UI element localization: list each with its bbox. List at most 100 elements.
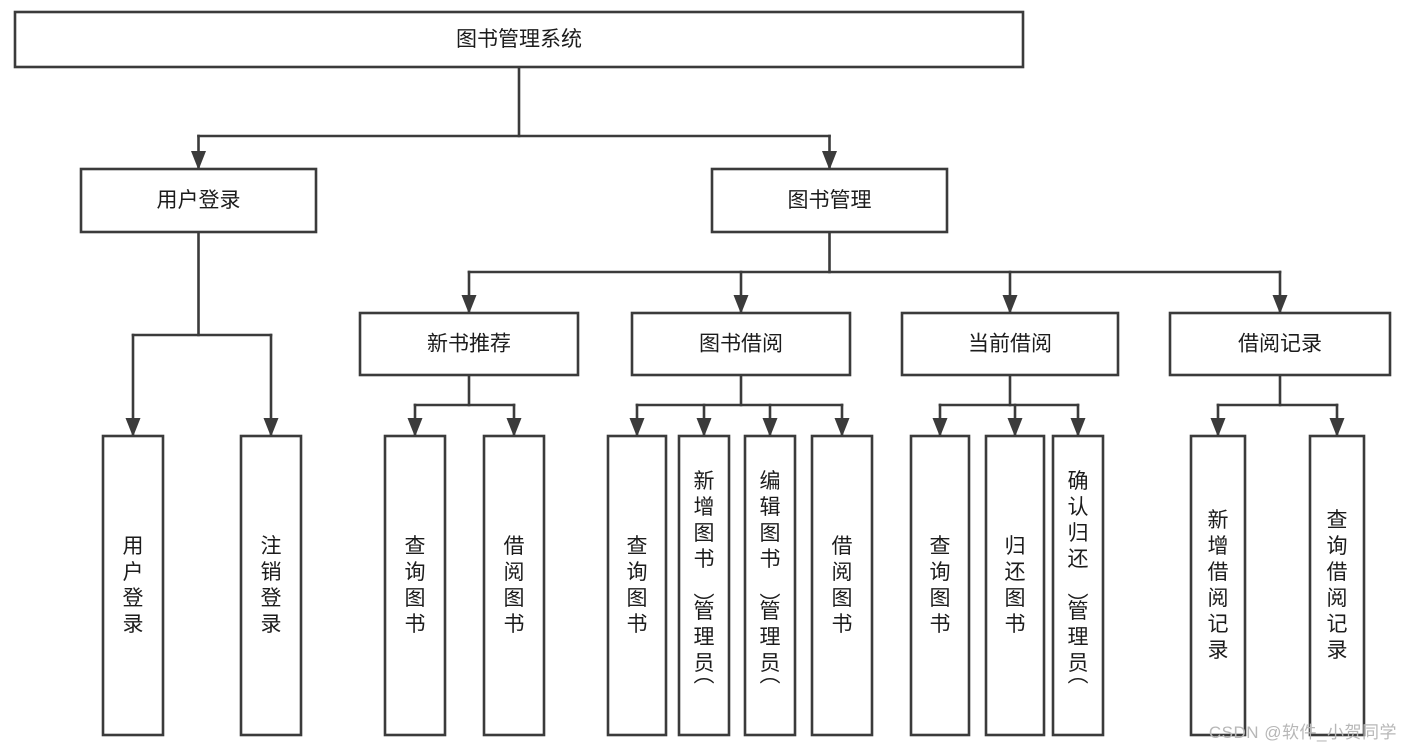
node-label-char: 增	[1208, 535, 1229, 558]
edges-layer	[125, 65, 1345, 437]
arrow-head-icon	[1002, 295, 1018, 314]
node-label: 借阅记录	[1238, 333, 1322, 356]
node-label: 图书管理	[788, 189, 872, 212]
node-level3-0[interactable]: 新书推荐	[358, 311, 580, 377]
node-label-char: 借	[1208, 561, 1229, 584]
node-label-char: 新	[1208, 509, 1229, 532]
node-box[interactable]	[1051, 434, 1105, 737]
node-level3-2[interactable]: 当前借阅	[900, 311, 1120, 377]
node-box[interactable]	[710, 167, 949, 234]
node-box[interactable]	[743, 434, 797, 737]
node-label-char: 登	[123, 587, 144, 610]
node-box[interactable]	[1168, 311, 1392, 377]
node-label-char: 书	[760, 548, 781, 571]
arrow-head-icon	[834, 418, 850, 437]
node-label-char: 阅	[1327, 587, 1348, 610]
node-label-char: 录	[1208, 639, 1229, 662]
node-level3-3[interactable]: 借阅记录	[1168, 311, 1392, 377]
node-box[interactable]	[909, 434, 971, 737]
node-label: 图书借阅	[699, 333, 783, 356]
arrow-head-icon	[1210, 418, 1226, 437]
node-level2-0[interactable]: 用户登录	[79, 167, 318, 234]
node-label-char: 还	[1068, 548, 1089, 571]
arrow-head-icon	[461, 295, 477, 314]
node-label-char: 询	[627, 561, 648, 584]
node-label-char: 登	[261, 587, 282, 610]
arrow-head-icon	[629, 418, 645, 437]
node-label-char: 管	[1068, 600, 1089, 623]
node-label-char: 记	[1327, 613, 1348, 636]
node-level2-1[interactable]: 图书管理	[710, 167, 949, 234]
node-label-char: 图	[405, 587, 426, 610]
node-root-0[interactable]: 图书管理系统	[13, 10, 1025, 69]
node-label-char: 书	[504, 613, 525, 636]
node-label-char: 还	[1005, 561, 1026, 584]
node-label-char: 查	[930, 535, 951, 558]
node-label-char: 书	[1005, 613, 1026, 636]
node-level3-1[interactable]: 图书借阅	[630, 311, 852, 377]
node-box[interactable]	[358, 311, 580, 377]
node-label-char: 书	[405, 613, 426, 636]
node-box[interactable]	[79, 167, 318, 234]
node-box[interactable]	[383, 434, 447, 737]
arrow-head-icon	[1329, 418, 1345, 437]
node-label-char: 询	[1327, 535, 1348, 558]
node-label: 图书管理系统	[456, 28, 582, 51]
node-label-char: 注	[261, 535, 282, 558]
arrow-head-icon	[191, 151, 206, 170]
node-label-char: ⌒	[1068, 678, 1089, 701]
node-label-char: 录	[123, 613, 144, 636]
node-label-char: 归	[1068, 522, 1089, 545]
node-box[interactable]	[900, 311, 1120, 377]
arrow-head-icon	[407, 418, 423, 437]
node-label-char: 员	[760, 652, 781, 675]
node-label-char: ⌒	[760, 678, 781, 701]
node-box[interactable]	[13, 10, 1025, 69]
node-leaf-0[interactable]: 用户登录	[101, 434, 165, 737]
node-box[interactable]	[677, 434, 731, 737]
node-label-char: 增	[694, 496, 715, 519]
node-label-char: 归	[1005, 535, 1026, 558]
node-box[interactable]	[984, 434, 1046, 737]
node-label-char: 员	[1068, 652, 1089, 675]
arrow-head-icon	[696, 418, 712, 437]
arrow-head-icon	[1070, 418, 1086, 437]
node-label-char: 图	[1005, 587, 1026, 610]
node-box[interactable]	[1189, 434, 1247, 737]
node-box[interactable]	[1308, 434, 1366, 737]
node-label-char: 阅	[504, 561, 525, 584]
node-label-char: 书	[627, 613, 648, 636]
node-label-char: 管	[694, 600, 715, 623]
node-label-char: 确	[1068, 470, 1089, 493]
node-label: 新书推荐	[427, 333, 511, 356]
node-label-char: 询	[930, 561, 951, 584]
node-box[interactable]	[482, 434, 546, 737]
node-box[interactable]	[239, 434, 303, 737]
node-label-char: 图	[694, 522, 715, 545]
arrow-head-icon	[932, 418, 948, 437]
node-label-char: ⌒	[694, 576, 715, 599]
arrow-head-icon	[762, 418, 778, 437]
node-label-char: 图	[504, 587, 525, 610]
node-label-char: 查	[405, 535, 426, 558]
node-box[interactable]	[606, 434, 668, 737]
node-box[interactable]	[810, 434, 874, 737]
csdn-watermark: CSDN @软件_小贺同学	[1208, 723, 1397, 742]
node-box[interactable]	[101, 434, 165, 737]
node-box[interactable]	[630, 311, 852, 377]
arrow-head-icon	[1007, 418, 1023, 437]
node-label-char: 记	[1208, 613, 1229, 636]
